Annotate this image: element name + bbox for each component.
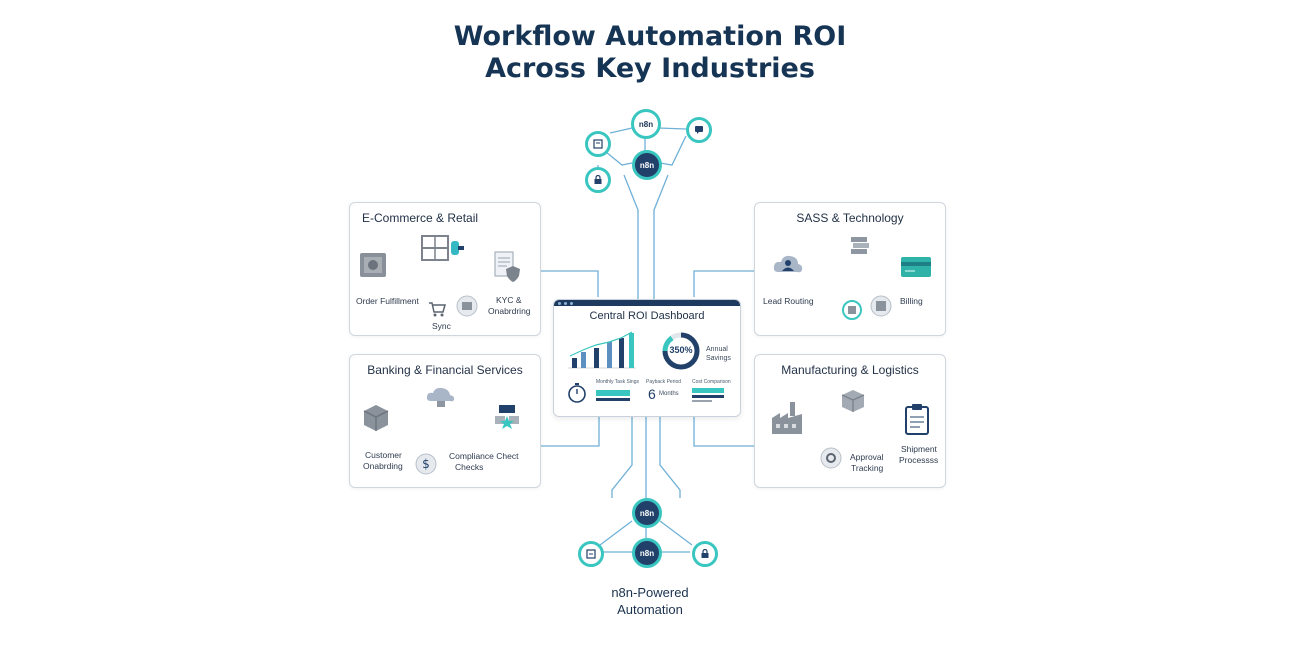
n8n-node-label: n8n bbox=[639, 548, 655, 558]
code-icon bbox=[586, 549, 596, 559]
payback-value: 6 bbox=[648, 386, 656, 402]
metric-payback-label: Payback Period bbox=[646, 379, 682, 385]
n8n-node-label: n8n bbox=[639, 508, 655, 518]
n8n-node-label: n8n bbox=[638, 119, 654, 129]
payback-unit: Months bbox=[659, 391, 679, 397]
n8n-node-top-center[interactable]: n8n bbox=[632, 150, 662, 180]
label-sync: Sync bbox=[432, 321, 451, 331]
stopwatch-icon bbox=[568, 383, 586, 403]
credit-card-icon bbox=[900, 256, 932, 283]
document-icon bbox=[593, 139, 603, 149]
label-compliance: Compliance Chect bbox=[449, 451, 519, 461]
label-order-fulfillment: Order Fulfillment bbox=[356, 296, 419, 306]
panel-manufacturing-title: Manufacturing & Logistics bbox=[781, 363, 919, 377]
secure-node-icon[interactable] bbox=[692, 541, 718, 567]
dashboard-bar-chart bbox=[568, 331, 636, 369]
n8n-node-label: n8n bbox=[639, 160, 655, 170]
svg-text:$: $ bbox=[422, 457, 430, 471]
label-tracking: Tracking bbox=[851, 463, 884, 473]
cart-icon bbox=[428, 301, 446, 322]
n8n-node-bottom-top[interactable]: n8n bbox=[632, 498, 662, 528]
footer-line-1: n8n-Powered bbox=[611, 585, 689, 600]
label-billing: Billing bbox=[900, 296, 923, 306]
document-node-icon[interactable] bbox=[585, 131, 611, 157]
panel-banking-title: Banking & Financial Services bbox=[367, 363, 523, 377]
safe-icon bbox=[358, 250, 390, 285]
cloud-user-icon bbox=[772, 252, 804, 281]
central-roi-dashboard[interactable]: Central ROI Dashboard 350% Annual Saving… bbox=[553, 299, 741, 417]
label-lead-routing: Lead Routing bbox=[763, 296, 814, 306]
metric-bar-cost bbox=[692, 388, 724, 402]
dashboard-window-bar bbox=[554, 300, 740, 306]
n8n-node-bottom-center[interactable]: n8n bbox=[632, 538, 662, 568]
label-onboarding-bank: Onabrding bbox=[363, 461, 403, 471]
label-approval: Approval bbox=[850, 452, 884, 462]
gauge-label-annual: Annual bbox=[706, 346, 728, 353]
gauge-label-savings: Savings bbox=[706, 355, 731, 362]
package-icon bbox=[839, 388, 867, 419]
panel-ecommerce-title: E-Commerce & Retail bbox=[362, 211, 479, 225]
lock-icon bbox=[594, 175, 602, 184]
gear-circle-icon bbox=[820, 447, 842, 474]
label-checks: Checks bbox=[455, 462, 484, 472]
label-kyc: KYC & bbox=[496, 295, 522, 305]
clipboard-icon bbox=[904, 403, 930, 440]
cloud-server-icon bbox=[425, 385, 457, 414]
panel-saas-title: SASS & Technology bbox=[796, 211, 904, 225]
footer-line-2: Automation bbox=[617, 602, 683, 617]
label-customer: Customer bbox=[365, 450, 402, 460]
window-dot bbox=[564, 301, 567, 305]
box-teal-circle-icon bbox=[842, 300, 862, 325]
label-processes: Processss bbox=[899, 455, 939, 465]
window-dot bbox=[558, 301, 561, 305]
server-stack-icon bbox=[849, 235, 871, 262]
box-circle-icon bbox=[456, 295, 478, 322]
metric-bar-monthly bbox=[596, 390, 630, 401]
n8n-node-top[interactable]: n8n bbox=[631, 109, 661, 139]
dashboard-title: Central ROI Dashboard bbox=[589, 310, 705, 322]
chat-node-icon[interactable] bbox=[686, 117, 712, 143]
label-onboarding: Onabrdring bbox=[488, 306, 531, 316]
blocks-star-icon bbox=[494, 404, 520, 437]
lock-icon bbox=[701, 549, 709, 558]
box-gray-circle-icon bbox=[870, 295, 892, 322]
code-node-icon[interactable] bbox=[578, 541, 604, 567]
dollar-icon: $ bbox=[415, 453, 437, 480]
metric-monthly-tasks-label: Monthly Task Sings bbox=[596, 379, 639, 385]
chat-icon bbox=[695, 126, 703, 134]
savings-gauge bbox=[662, 332, 700, 370]
warehouse-shelf-icon bbox=[420, 234, 466, 269]
factory-icon bbox=[770, 400, 804, 441]
lock-node-icon[interactable] bbox=[585, 167, 611, 193]
box-3d-icon bbox=[360, 403, 392, 438]
window-dot bbox=[570, 301, 573, 305]
shield-icon bbox=[505, 265, 521, 288]
title-line-2: Across Key Industries bbox=[485, 53, 815, 84]
label-shipment: Shipment bbox=[901, 444, 937, 454]
metric-cost-comparison-label: Cost Comparison bbox=[692, 379, 731, 385]
title-line-1: Workflow Automation ROI bbox=[453, 21, 847, 52]
gauge-value: 350% bbox=[669, 345, 693, 355]
